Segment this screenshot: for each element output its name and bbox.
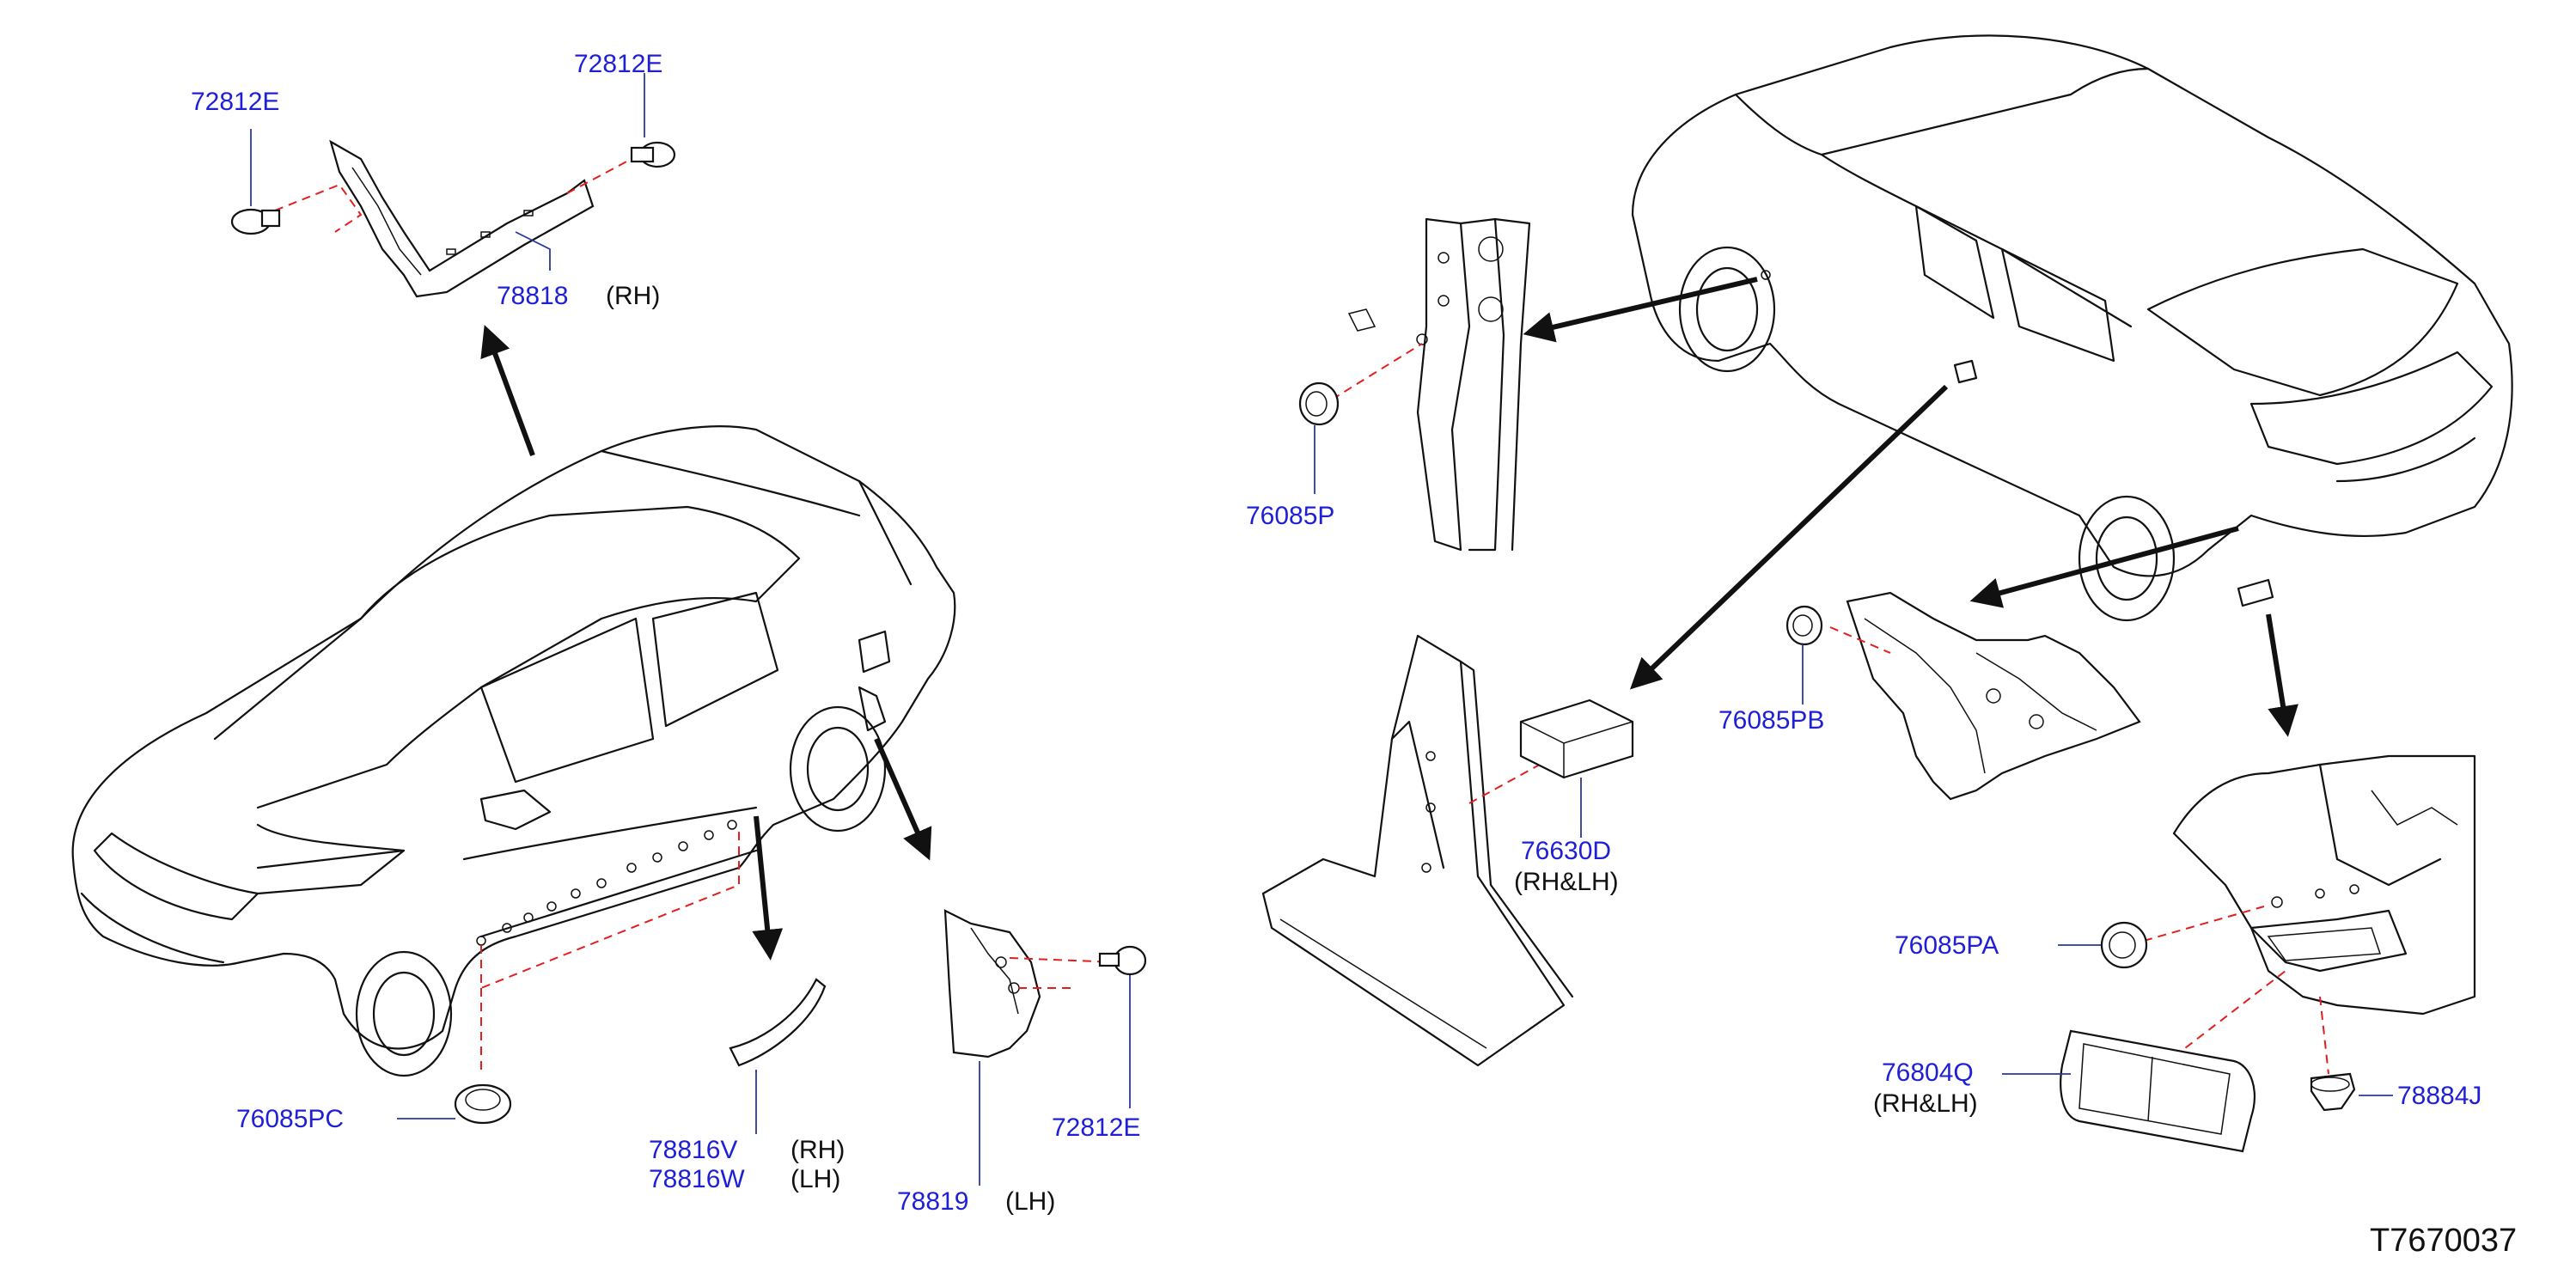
rear-panel-detail <box>2143 754 2476 1075</box>
label-72812E-c: 72812E <box>1052 1113 1140 1142</box>
arrow-to-76085P <box>1523 277 1758 343</box>
label-78816V-side: (RH) <box>791 1136 845 1164</box>
clip-72812E-a <box>230 129 281 235</box>
label-78816W-side: (LH) <box>791 1165 840 1193</box>
bracket-detail-76085PB <box>1829 591 2141 801</box>
arrow-to-76630D <box>1630 384 1949 690</box>
diagram-id: T7670037 <box>2370 1223 2517 1259</box>
labels: 72812E 72812E 78818 (RH) 76085PC 78816V … <box>191 50 2517 1259</box>
arrow-to-rear-panel <box>2266 613 2298 737</box>
strip-78816 <box>729 978 827 1134</box>
arrow-to-78818 <box>480 325 535 457</box>
part-78818-bracket <box>274 139 632 298</box>
grommet-76085P <box>1298 381 1340 494</box>
grommet-76085PB <box>1785 605 1823 705</box>
leader-78818 <box>515 231 551 271</box>
pillar-detail-upper <box>1331 217 1531 552</box>
grommet-76085PA <box>2058 921 2148 969</box>
car-front-view <box>71 425 956 1077</box>
label-78818-side: (RH) <box>606 282 660 310</box>
label-78819: 78819 <box>897 1187 968 1216</box>
grommet-76085PC <box>397 1083 512 1125</box>
label-76630D: 76630D <box>1521 837 1611 865</box>
arrow-to-78819 <box>874 737 932 861</box>
label-72812E-b: 72812E <box>574 50 662 78</box>
pad-76630D <box>1519 699 1634 838</box>
mudguard-78819 <box>943 909 1118 1186</box>
clip-72812E-c <box>1098 945 1147 1108</box>
label-78816V: 78816V <box>649 1136 737 1164</box>
arrow-to-76085PB <box>1969 526 2239 608</box>
clip-72812E-b <box>630 73 676 168</box>
label-76085PB: 76085PB <box>1718 706 1824 735</box>
label-76085P: 76085P <box>1246 502 1334 530</box>
clip-78884J <box>2310 1072 2393 1112</box>
label-72812E-a: 72812E <box>191 88 279 116</box>
label-76085PC: 76085PC <box>236 1105 344 1133</box>
pillar-detail-lower <box>1261 634 1574 1067</box>
label-78816W: 78816W <box>649 1165 745 1193</box>
label-78819-side: (LH) <box>1005 1187 1055 1216</box>
label-76804Q: 76804Q <box>1882 1058 1974 1087</box>
label-76630D-side: (RH&LH) <box>1514 868 1619 896</box>
label-78818: 78818 <box>497 282 568 310</box>
sill-clips <box>476 820 740 1070</box>
arrow-to-78816 <box>752 815 784 961</box>
label-76085PA: 76085PA <box>1895 931 1999 960</box>
label-78884J: 78884J <box>2397 1082 2481 1110</box>
vent-76804Q <box>2002 1029 2256 1153</box>
label-76804Q-side: (RH&LH) <box>1873 1089 1978 1118</box>
car-rear-view <box>1631 34 2513 622</box>
